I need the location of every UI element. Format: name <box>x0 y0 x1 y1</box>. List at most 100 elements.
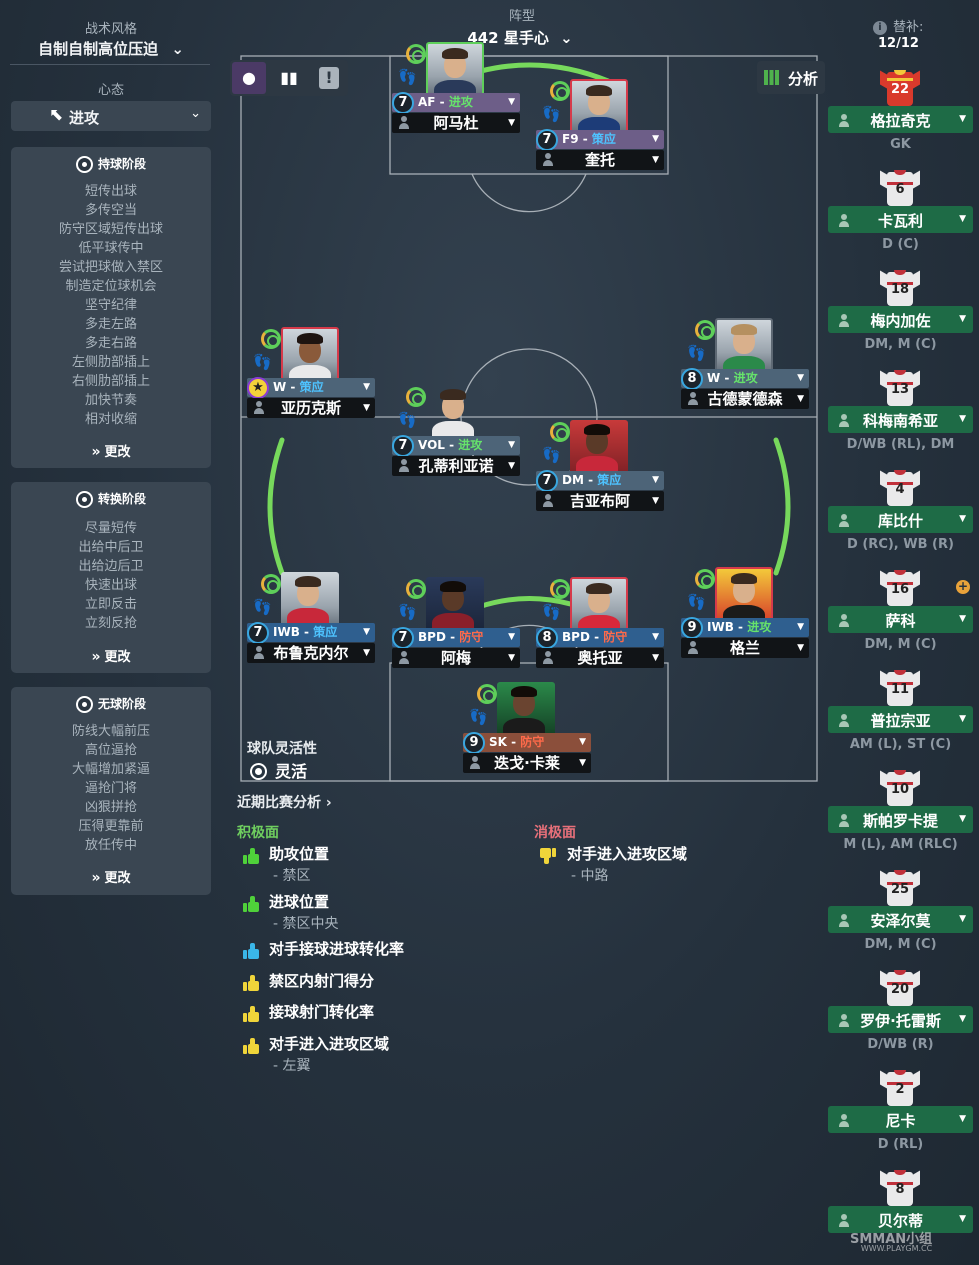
player-slot-bpdr[interactable]: 👣 BPD - 防守▼ 8 奥托亚▼ <box>536 577 664 677</box>
role-selector[interactable]: W - 进攻▼ <box>681 369 809 388</box>
person-icon <box>838 1014 850 1027</box>
substitute-slot[interactable]: 16 萨科▼ DM, M (C) <box>828 568 973 668</box>
player-slot-bpdl[interactable]: 👣 BPD - 防守▼ 7 阿梅▼ <box>392 577 520 677</box>
out-of-possession-title: 无球阶段 <box>11 695 211 713</box>
shirt-icon: 20 <box>880 968 920 1006</box>
person-icon <box>838 714 850 727</box>
player-slot-af[interactable]: 👣 AF - 进攻▼ 7 阿马杜▼ <box>392 42 520 142</box>
out-of-possession-card: 无球阶段 防线大幅前压 高位逼抢 大幅增加紧逼 逼抢门将 凶狠拼抢 压得更靠前 … <box>11 687 211 895</box>
substitute-selector[interactable]: 尼卡▼ <box>828 1106 973 1133</box>
formation-selector[interactable]: 442 星手心 ⌄ <box>450 27 590 48</box>
substitute-slot[interactable]: 18 梅内加佐▼ DM, M (C) <box>828 268 973 368</box>
player-slot-iwbr[interactable]: 👣 IWB - 进攻▼ 9 格兰▼ <box>681 567 809 667</box>
player-name-selector[interactable]: 布鲁克内尔▼ <box>247 643 375 663</box>
substitute-slot[interactable]: 6 卡瓦利▼ D (C) <box>828 168 973 268</box>
player-name-selector[interactable]: 奥托亚▼ <box>536 648 664 668</box>
player-rating-badge: 7 <box>536 470 558 492</box>
player-name-selector[interactable]: 亚历克斯▼ <box>247 398 375 418</box>
player-name-selector[interactable]: 阿马杜▼ <box>392 113 520 133</box>
player-name-selector[interactable]: 迭戈·卡莱▼ <box>463 753 591 773</box>
role-selector[interactable]: DM - 策应▼ <box>536 471 664 490</box>
substitute-slot[interactable]: 10 斯帕罗卡提▼ M (L), AM (RLC) <box>828 768 973 868</box>
player-name-selector[interactable]: 孔蒂利亚诺▼ <box>392 456 520 476</box>
role-selector[interactable]: IWB - 进攻▼ <box>681 618 809 637</box>
instruction-item: 立刻反抢 <box>84 616 137 631</box>
formation-label: 阵型 <box>508 9 535 24</box>
substitute-selector[interactable]: 卡瓦利▼ <box>828 206 973 233</box>
positive-item: 进球位置 <box>269 893 330 911</box>
instruction-item: 多走左路 <box>84 317 137 332</box>
player-slot-vol[interactable]: 👣 VOL - 进攻▼ 7 孔蒂利亚诺▼ <box>392 385 520 485</box>
substitute-slot[interactable]: 20 罗伊·托雷斯▼ D/WB (R) <box>828 968 973 1068</box>
substitute-selector[interactable]: 库比什▼ <box>828 506 973 533</box>
stats-view-button[interactable]: ▮▮ <box>272 62 306 94</box>
player-slot-dm[interactable]: 👣 DM - 策应▼ 7 吉亚布阿▼ <box>536 420 664 520</box>
shirt-icon: 10 <box>880 768 920 806</box>
substitute-selector[interactable]: 斯帕罗卡提▼ <box>828 806 973 833</box>
player-name-selector[interactable]: 吉亚布阿▼ <box>536 491 664 511</box>
change-button[interactable]: »更改 <box>91 649 131 665</box>
chevron-down-icon: ⌄ <box>171 40 184 58</box>
role-selector[interactable]: SK - 防守▼ <box>463 733 591 752</box>
substitute-selector[interactable]: 贝尔蒂▼ <box>828 1206 973 1233</box>
substitute-slot[interactable]: 25 安泽尔莫▼ DM, M (C) <box>828 868 973 968</box>
player-slot-f9[interactable]: 👣 F9 - 策应▼ 7 奎托▼ <box>536 79 664 179</box>
substitute-selector[interactable]: 罗伊·托雷斯▼ <box>828 1006 973 1033</box>
substitute-selector[interactable]: 梅内加佐▼ <box>828 306 973 333</box>
role-selector[interactable]: BPD - 防守▼ <box>392 628 520 647</box>
substitute-position: M (L), AM (RLC) <box>843 837 958 852</box>
role-selector[interactable]: BPD - 防守▼ <box>536 628 664 647</box>
instruction-item: 尝试把球做入禁区 <box>58 260 163 275</box>
player-slot-wr[interactable]: 👣 W - 进攻▼ 8 古德蒙德森▼ <box>681 318 809 418</box>
recent-analysis-link[interactable]: 近期比赛分析 › <box>237 795 332 811</box>
person-icon <box>542 153 554 167</box>
substitute-selector[interactable]: 普拉宗亚▼ <box>828 706 973 733</box>
role-selector[interactable]: IWB - 策应▼ <box>247 623 375 642</box>
grid-icon <box>764 70 779 85</box>
player-name-selector[interactable]: 古德蒙德森▼ <box>681 389 809 409</box>
substitute-slot[interactable]: 11 普拉宗亚▼ AM (L), ST (C) <box>828 668 973 768</box>
team-fluidity-label: 球队灵活性 <box>247 741 317 757</box>
person-icon <box>542 651 554 665</box>
substitute-slot[interactable]: 2 尼卡▼ D (RL) <box>828 1068 973 1168</box>
feet-icon: 👣 <box>253 353 272 371</box>
player-name-selector[interactable]: 阿梅▼ <box>392 648 520 668</box>
role-selector[interactable]: W - 策应▼ <box>247 378 375 397</box>
substitute-selector[interactable]: 格拉奇克▼ <box>828 106 973 133</box>
player-slot-sk[interactable]: 👣 SK - 防守▼ 9 迭戈·卡莱▼ <box>463 682 591 782</box>
condition-icon <box>550 422 570 442</box>
plus-icon[interactable]: + <box>956 579 970 594</box>
condition-icon <box>550 81 570 101</box>
feet-icon: 👣 <box>398 411 417 429</box>
change-button[interactable]: »更改 <box>91 870 131 886</box>
feet-icon: 👣 <box>687 344 706 362</box>
thumbs-up-yellow-icon <box>243 1038 259 1054</box>
instruction-item: 制造定位球机会 <box>65 279 157 294</box>
role-selector[interactable]: AF - 进攻▼ <box>392 93 520 112</box>
warning-view-button[interactable]: ! <box>312 62 346 94</box>
player-rating-badge: 7 <box>392 92 414 114</box>
change-button[interactable]: »更改 <box>91 444 131 460</box>
tactical-style-selector[interactable]: 自制自制高位压迫 ⌄ <box>0 38 222 59</box>
role-selector[interactable]: VOL - 进攻▼ <box>392 436 520 455</box>
substitute-selector[interactable]: 安泽尔莫▼ <box>828 906 973 933</box>
substitute-position: D/WB (R) <box>867 1037 934 1052</box>
player-slot-iwbl[interactable]: 👣 IWB - 策应▼ 7 布鲁克内尔▼ <box>247 572 375 672</box>
player-name-selector[interactable]: 格兰▼ <box>681 638 809 658</box>
substitute-slot[interactable]: 13 科梅南希亚▼ D/WB (RL), DM <box>828 368 973 468</box>
substitute-selector[interactable]: 科梅南希亚▼ <box>828 406 973 433</box>
divider <box>10 64 210 65</box>
analysis-button[interactable]: 分析 <box>757 61 825 94</box>
player-view-button[interactable]: ● <box>232 62 266 94</box>
negative-item: 对手进入进攻区域 <box>567 845 688 863</box>
player-slot-wl[interactable]: 👣 W - 策应▼ ★ 亚历克斯▼ <box>247 327 375 427</box>
player-name-selector[interactable]: 奎托▼ <box>536 150 664 170</box>
mentality-selector[interactable]: ⬉ 进攻 ⌄ <box>11 101 211 131</box>
substitute-slot[interactable]: 4 库比什▼ D (RC), WB (R) <box>828 468 973 568</box>
substitute-slot[interactable]: 8 贝尔蒂▼ <box>828 1168 973 1263</box>
condition-icon <box>477 684 497 704</box>
instruction-item: 多传空当 <box>84 203 137 218</box>
role-selector[interactable]: F9 - 策应▼ <box>536 130 664 149</box>
substitute-slot[interactable]: 22 格拉奇克▼ GK <box>828 68 973 168</box>
substitute-selector[interactable]: 萨科▼ <box>828 606 973 633</box>
